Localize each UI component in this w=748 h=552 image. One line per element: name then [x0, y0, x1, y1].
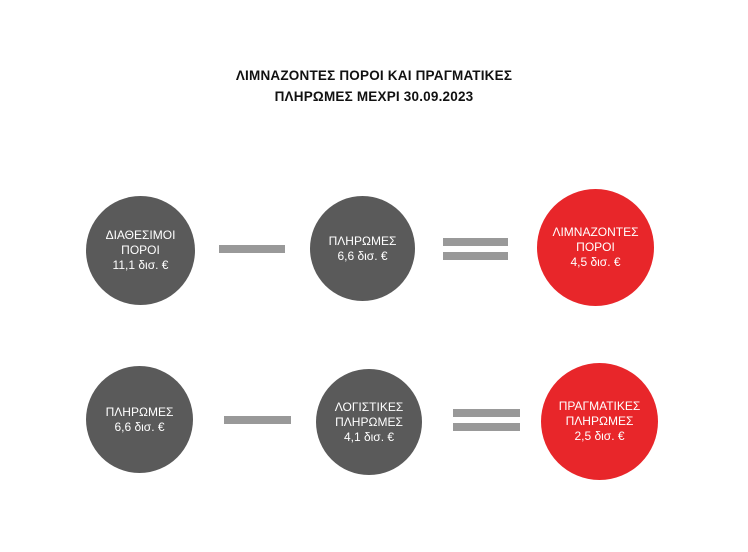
circle-label-line: ΠΟΡΟΙ [121, 243, 160, 257]
circle-label-line: ΠΛΗΡΩΜΕΣ [335, 414, 403, 429]
equals-bar-bottom [443, 252, 508, 260]
circle-value: 11,1 δισ. € [112, 258, 169, 272]
available-resources-circle: ΔΙΑΘΕΣΙΜΟΙ ΠΟΡΟΙ 11,1 δισ. € [86, 196, 195, 305]
circle-label-line: ΠΡΑΓΜΑΤΙΚΕΣ [558, 399, 641, 413]
circle-label-line: ΠΟΡΟΙ [576, 240, 615, 254]
minus-sign [219, 245, 285, 253]
minus-sign-row2 [224, 416, 291, 424]
accounting-payments-circle: ΛΟΓΙΣΤΙΚΕΣ ΠΛΗΡΩΜΕΣ 4,1 δισ. € [316, 369, 422, 475]
circle-value: 4,5 δισ. € [570, 255, 621, 269]
circle-label-line: ΠΛΗΡΩΜΕΣ [105, 404, 174, 419]
idle-resources-circle: ΛΙΜΝΑΖΟΝΤΕΣ ΠΟΡΟΙ 4,5 δισ. € [537, 189, 654, 306]
circle-value: 4,1 δισ. € [343, 429, 395, 444]
circle-value: 2,5 δισ. € [574, 429, 625, 443]
circle-label-line: ΔΙΑΘΕΣΙΜΟΙ [105, 228, 176, 242]
equals-bar-bottom [453, 423, 520, 431]
circle-label-line: ΠΛΗΡΩΜΕΣ [328, 233, 397, 248]
circle-label-line: ΛΟΓΙΣΤΙΚΕΣ [334, 399, 404, 414]
circle-value: 6,6 δισ. € [337, 248, 388, 263]
equals-bar-top [443, 238, 508, 246]
actual-payments-circle: ΠΡΑΓΜΑΤΙΚΕΣ ΠΛΗΡΩΜΕΣ 2,5 δισ. € [541, 363, 658, 480]
equals-bar-top [453, 409, 520, 417]
circle-value: 6,6 δισ. € [114, 419, 165, 434]
payments-circle-row2: ΠΛΗΡΩΜΕΣ 6,6 δισ. € [86, 366, 193, 473]
title-line-1: ΛΙΜΝΑΖΟΝΤΕΣ ΠΟΡΟΙ ΚΑΙ ΠΡΑΓΜΑΤΙΚΕΣ [235, 68, 513, 83]
circle-label-line: ΠΛΗΡΩΜΕΣ [565, 414, 634, 428]
title-line-2: ΠΛΗΡΩΜΕΣ ΜΕΧΡΙ 30.09.2023 [274, 89, 474, 104]
circle-label-line: ΛΙΜΝΑΖΟΝΤΕΣ [552, 225, 639, 239]
payments-circle: ΠΛΗΡΩΜΕΣ 6,6 δισ. € [310, 196, 415, 301]
